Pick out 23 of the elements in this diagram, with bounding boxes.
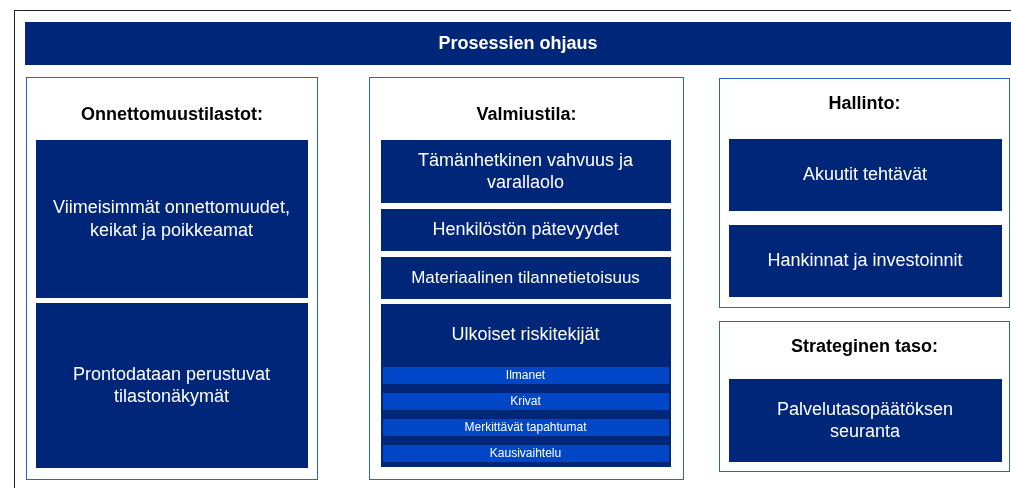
sub-item-bar: Ilmanet — [382, 366, 669, 384]
sub-item-bar: Merkittävät tapahtumat — [382, 418, 669, 436]
section-panel — [26, 77, 318, 480]
content-tile: Tämänhetkinen vahvuus ja varallaolo — [380, 139, 671, 203]
sub-item-bar: Krivat — [382, 392, 669, 410]
content-tile: Henkilöstön pätevyydet — [380, 208, 671, 251]
content-tile: Palvelutasopäätöksen seuranta — [728, 378, 1002, 462]
section-panel — [369, 77, 684, 480]
content-tile: Prontodataan perustuvat tilastonäkymät — [35, 302, 308, 468]
section-panel — [719, 78, 1010, 308]
content-tile: Materiaalinen tilannetietoisuus — [380, 256, 671, 299]
panel-heading: Valmiustila: — [475, 104, 578, 125]
content-tile — [380, 303, 671, 467]
panel-heading: Strateginen taso: — [790, 336, 939, 357]
content-tile: Viimeisimmät onnettomuudet, keikat ja poikkeamat — [35, 139, 308, 298]
content-tile: Hankinnat ja investoinnit — [728, 224, 1002, 297]
sub-item-bar: Kausivaihtelu — [382, 444, 669, 462]
section-panel — [719, 321, 1010, 472]
content-tile: Akuutit tehtävät — [728, 138, 1002, 211]
panel-heading: Hallinto: — [827, 93, 902, 114]
title-banner: Prosessien ohjaus — [25, 22, 1011, 65]
panel-heading: Onnettomuustilastot: — [80, 104, 264, 125]
group-heading: Ulkoiset riskitekijät — [450, 323, 601, 345]
